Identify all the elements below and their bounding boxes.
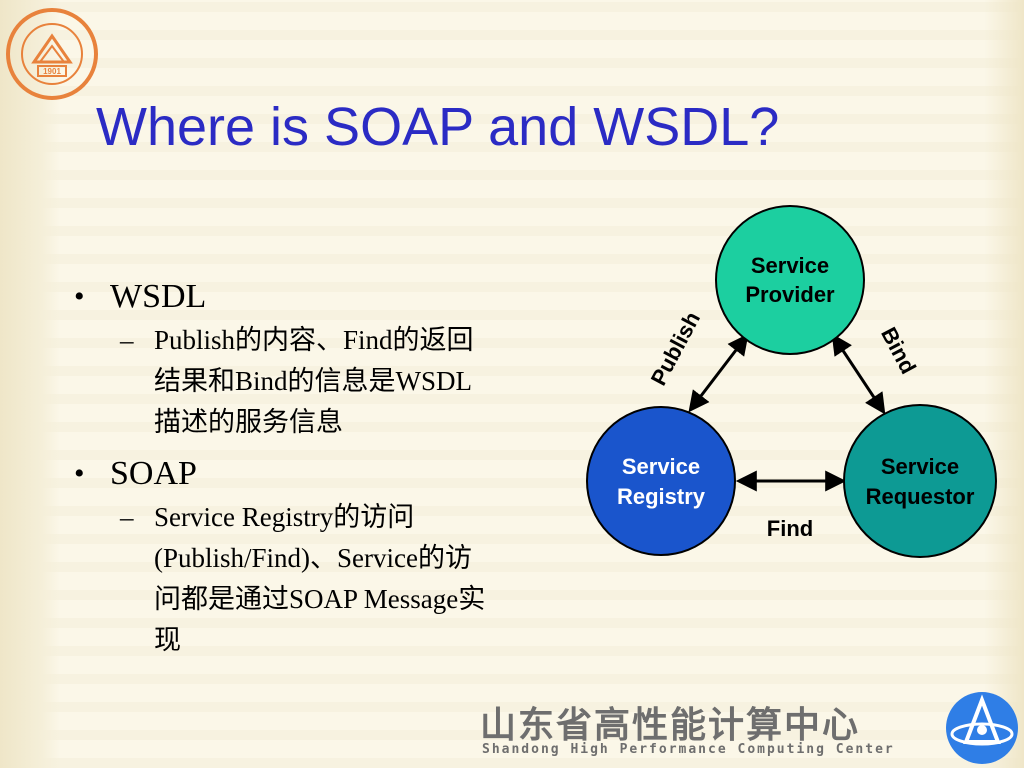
sub-bullet-line: 现 — [154, 625, 181, 655]
bullet-soap: • SOAP — [70, 451, 590, 497]
bullet-dot: • — [74, 280, 85, 313]
footer-chinese-name: 山东省高性能计算中心 — [480, 705, 861, 746]
right-decorative-stripe — [984, 0, 1024, 768]
university-seal-logo: 1901 — [6, 8, 98, 100]
service-requestor-line1: Service — [881, 454, 959, 479]
find-label: Find — [767, 516, 813, 541]
service-requestor-circle — [843, 404, 997, 558]
service-registry-circle — [586, 406, 736, 556]
footer-banner: 山东省高性能计算中心 Shandong High Performance Com… — [470, 690, 1024, 768]
sub-bullet-wsdl: – Publish的内容、Find的返回 结果和Bind的信息是WSDL 描述的… — [70, 320, 574, 443]
soa-triangle-diagram: Publish Bind Find Service Provider Servi… — [586, 205, 997, 558]
bind-label: Bind — [876, 323, 921, 378]
service-provider-line2: Provider — [745, 282, 835, 307]
bullet-label: SOAP — [110, 455, 197, 492]
service-provider-line1: Service — [751, 253, 829, 278]
service-registry-line1: Service — [622, 454, 700, 479]
sub-bullet-line: 描述的服务信息 — [154, 407, 343, 437]
publish-label: Publish — [646, 308, 705, 390]
hpc-center-logo — [946, 692, 1018, 764]
service-registry-line2: Registry — [617, 484, 706, 509]
sub-bullet-soap: – Service Registry的访问 (Publish/Find)、Ser… — [70, 497, 574, 661]
sub-bullet-line: Publish的内容、Find的返回 — [154, 325, 474, 355]
bullet-list: • WSDL – Publish的内容、Find的返回 结果和Bind的信息是W… — [70, 274, 590, 669]
bind-arrow — [831, 333, 886, 415]
service-registry-node: Service Registry — [586, 406, 736, 556]
bullet-wsdl: • WSDL — [70, 274, 590, 320]
footer-english-name: Shandong High Performance Computing Cent… — [482, 742, 895, 757]
bullet-label: WSDL — [110, 278, 207, 315]
sub-bullet-line: 问都是通过SOAP Message实 — [154, 584, 486, 614]
publish-arrow — [688, 333, 749, 413]
sub-bullet-line: (Publish/Find)、Service的访 — [154, 543, 472, 573]
sub-bullet-dash: – — [120, 502, 134, 532]
sub-bullet-dash: – — [120, 325, 134, 355]
service-requestor-line2: Requestor — [866, 484, 975, 509]
logo-year: 1901 — [43, 67, 61, 76]
left-decorative-stripe — [0, 0, 60, 768]
bullet-dot: • — [74, 457, 85, 490]
sub-bullet-line: Service Registry的访问 — [154, 502, 415, 532]
slide-title: Where is SOAP and WSDL? — [96, 97, 780, 157]
service-provider-node: Service Provider — [715, 205, 865, 355]
sub-bullet-line: 结果和Bind的信息是WSDL — [154, 366, 473, 396]
service-provider-circle — [715, 205, 865, 355]
service-requestor-node: Service Requestor — [843, 404, 997, 558]
